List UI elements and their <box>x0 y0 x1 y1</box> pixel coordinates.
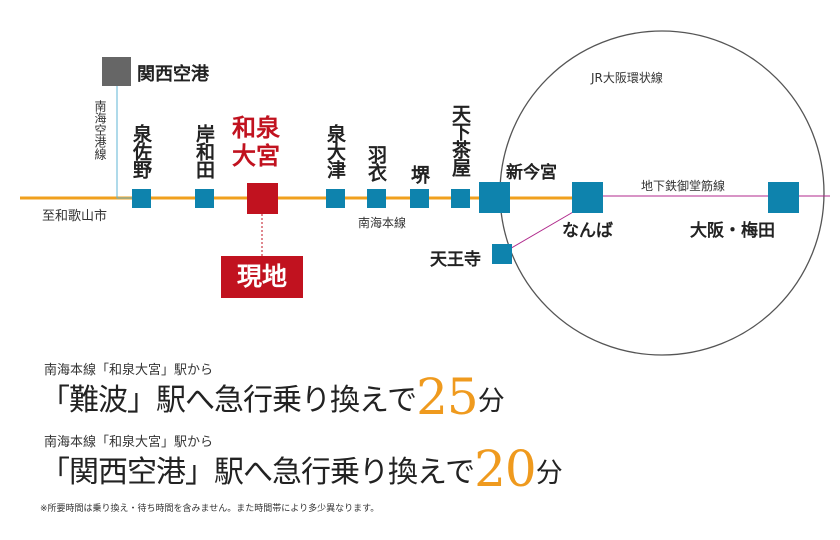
station-marker-kishiwada <box>195 189 214 208</box>
route-1-destination: 「難波」駅へ急行乗り換えで <box>40 383 417 418</box>
route-1-text: 「難波」駅へ急行乗り換えで25分 <box>40 368 505 426</box>
footnote: ※所要時間は乗り換え・待ち時間を含みません。また時間帯により多少異なります。 <box>40 504 380 514</box>
station-label-sakai: 堺 <box>408 165 430 183</box>
airport-label: 関西空港 <box>137 64 209 85</box>
station-marker-shin-imamiya <box>479 182 510 213</box>
station-marker-sakai <box>410 189 429 208</box>
current-location-badge: 現地 <box>221 256 303 298</box>
station-marker-namba <box>572 182 603 213</box>
station-label-kishiwada: 岸和田 <box>193 124 215 178</box>
station-marker-izumisano <box>132 189 151 208</box>
route-2-text: 「関西空港」駅へ急行乗り換えで20分 <box>40 440 563 498</box>
current-location-label: 現地 <box>236 262 287 291</box>
station-label-izumi-omiya: 和泉大宮 <box>232 114 294 170</box>
airport-line-label: 南海空港線 <box>93 100 107 160</box>
station-marker-umeda <box>768 182 799 213</box>
route-1-unit: 分 <box>477 386 505 417</box>
station-label-tengachaya: 天下茶屋 <box>449 104 471 176</box>
station-marker-izumi-omiya <box>247 183 278 214</box>
station-label-izumi-omiya-text: 和泉大宮 <box>232 114 280 170</box>
nankai-main-line-label: 南海本線 <box>358 216 407 230</box>
route-1-minutes: 25 <box>416 368 479 426</box>
jr-loop-label: JR大阪環状線 <box>591 71 663 85</box>
route-2-destination: 「関西空港」駅へ急行乗り換えで <box>40 455 475 490</box>
station-label-izumisano: 泉佐野 <box>130 124 152 178</box>
subway-line-label: 地下鉄御堂筋線 <box>641 179 726 193</box>
station-label-tennoji: 天王寺 <box>430 250 481 270</box>
station-label-hagoromo: 羽衣 <box>365 145 387 181</box>
station-label-izumiotsu: 泉大津 <box>324 124 346 178</box>
route-1-lead: 南海本線「和泉大宮」駅から <box>44 363 214 378</box>
station-label-namba: なんば <box>562 221 613 241</box>
route-2-minutes: 20 <box>474 440 537 498</box>
direction-label: 至和歌山市 <box>42 209 108 224</box>
airport-marker <box>102 57 131 86</box>
station-marker-hagoromo <box>367 189 386 208</box>
station-label-umeda: 大阪・梅田 <box>690 221 775 241</box>
station-label-shin-imamiya: 新今宮 <box>506 163 557 183</box>
subway-tennoji-branch <box>507 207 581 251</box>
route-2-lead: 南海本線「和泉大宮」駅から <box>44 435 214 450</box>
station-marker-tengachaya <box>451 189 470 208</box>
route-2-unit: 分 <box>535 458 563 489</box>
station-marker-tennoji <box>492 244 512 264</box>
station-marker-izumiotsu <box>326 189 345 208</box>
